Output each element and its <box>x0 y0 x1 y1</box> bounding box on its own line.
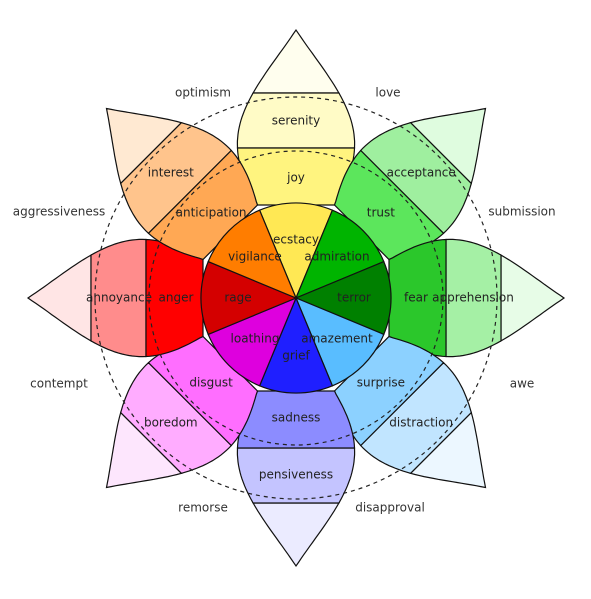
label-right-middle: fear <box>404 291 428 305</box>
band-outer <box>359 361 472 474</box>
band-outer <box>359 122 472 235</box>
dyad-labels: love submission awe disapproval remorse … <box>13 86 556 515</box>
dyad-optimism: optimism <box>175 86 231 100</box>
emotion-petals <box>26 28 566 568</box>
dyad-remorse: remorse <box>178 501 228 515</box>
band-inner <box>207 296 298 387</box>
label-left-outer: annoyance <box>86 291 152 305</box>
label-down-outer: pensiveness <box>259 468 333 482</box>
label-right-inner: terror <box>337 291 371 305</box>
petal-tip <box>252 502 340 568</box>
band-inner <box>294 260 392 336</box>
label-up-middle: joy <box>286 171 305 185</box>
petal-downleft <box>105 296 298 489</box>
petal-tip <box>252 28 340 94</box>
label-upleft-outer: interest <box>148 165 194 179</box>
band-outer <box>445 238 502 358</box>
dyad-aggressiveness: aggressiveness <box>13 205 105 219</box>
label-down-middle: sadness <box>272 411 321 425</box>
inner-dashed-ring <box>148 150 444 446</box>
dyad-awe: awe <box>510 377 535 391</box>
label-upright-middle: trust <box>367 206 395 220</box>
label-right-outer: apprehension <box>432 291 514 305</box>
petal-left <box>26 238 298 358</box>
band-outer <box>90 238 147 358</box>
petal-up <box>236 28 356 300</box>
petal-tip <box>409 107 487 185</box>
label-downleft-inner: loathing <box>231 332 280 346</box>
dyad-submission: submission <box>488 205 555 219</box>
dyad-disapproval: disapproval <box>355 501 425 515</box>
petal-downright <box>294 296 487 489</box>
petal-tip <box>500 254 566 342</box>
band-inner <box>258 296 334 394</box>
dyad-love: love <box>375 86 400 100</box>
band-inner <box>294 296 385 387</box>
band-inner <box>207 209 298 300</box>
emotion-labels: ecstacy joy serenity admiration trust accepta… <box>86 114 514 482</box>
label-down-inner: grief <box>282 349 310 363</box>
label-upleft-inner: vigilance <box>228 250 282 264</box>
label-downleft-outer: boredom <box>144 416 198 430</box>
label-downright-inner: amazement <box>301 332 373 346</box>
label-upleft-middle: anticipation <box>176 206 247 220</box>
petal-tip <box>105 411 183 489</box>
band-outer <box>120 361 233 474</box>
band-inner <box>200 260 298 336</box>
band-inner <box>258 202 334 300</box>
petal-upleft <box>105 107 298 300</box>
band-outer <box>236 92 356 149</box>
label-upright-inner: admiration <box>304 250 369 264</box>
petal-down <box>236 296 356 568</box>
band-outer <box>120 122 233 235</box>
outer-dashed-ring <box>94 96 498 500</box>
label-downleft-middle: disgust <box>189 375 233 389</box>
petal-upright <box>294 107 487 300</box>
band-inner <box>294 209 385 300</box>
petal-tip <box>409 411 487 489</box>
label-downright-middle: surprise <box>357 375 405 389</box>
label-left-middle: anger <box>159 291 194 305</box>
label-downright-outer: distraction <box>389 416 453 430</box>
band-outer <box>236 447 356 504</box>
petal-tip <box>105 107 183 185</box>
dyad-contempt: contempt <box>30 377 88 391</box>
petal-tip <box>26 254 92 342</box>
label-up-inner: ecstacy <box>273 233 319 247</box>
label-up-outer: serenity <box>272 114 320 128</box>
label-upright-outer: acceptance <box>387 165 456 179</box>
label-left-inner: rage <box>224 291 251 305</box>
